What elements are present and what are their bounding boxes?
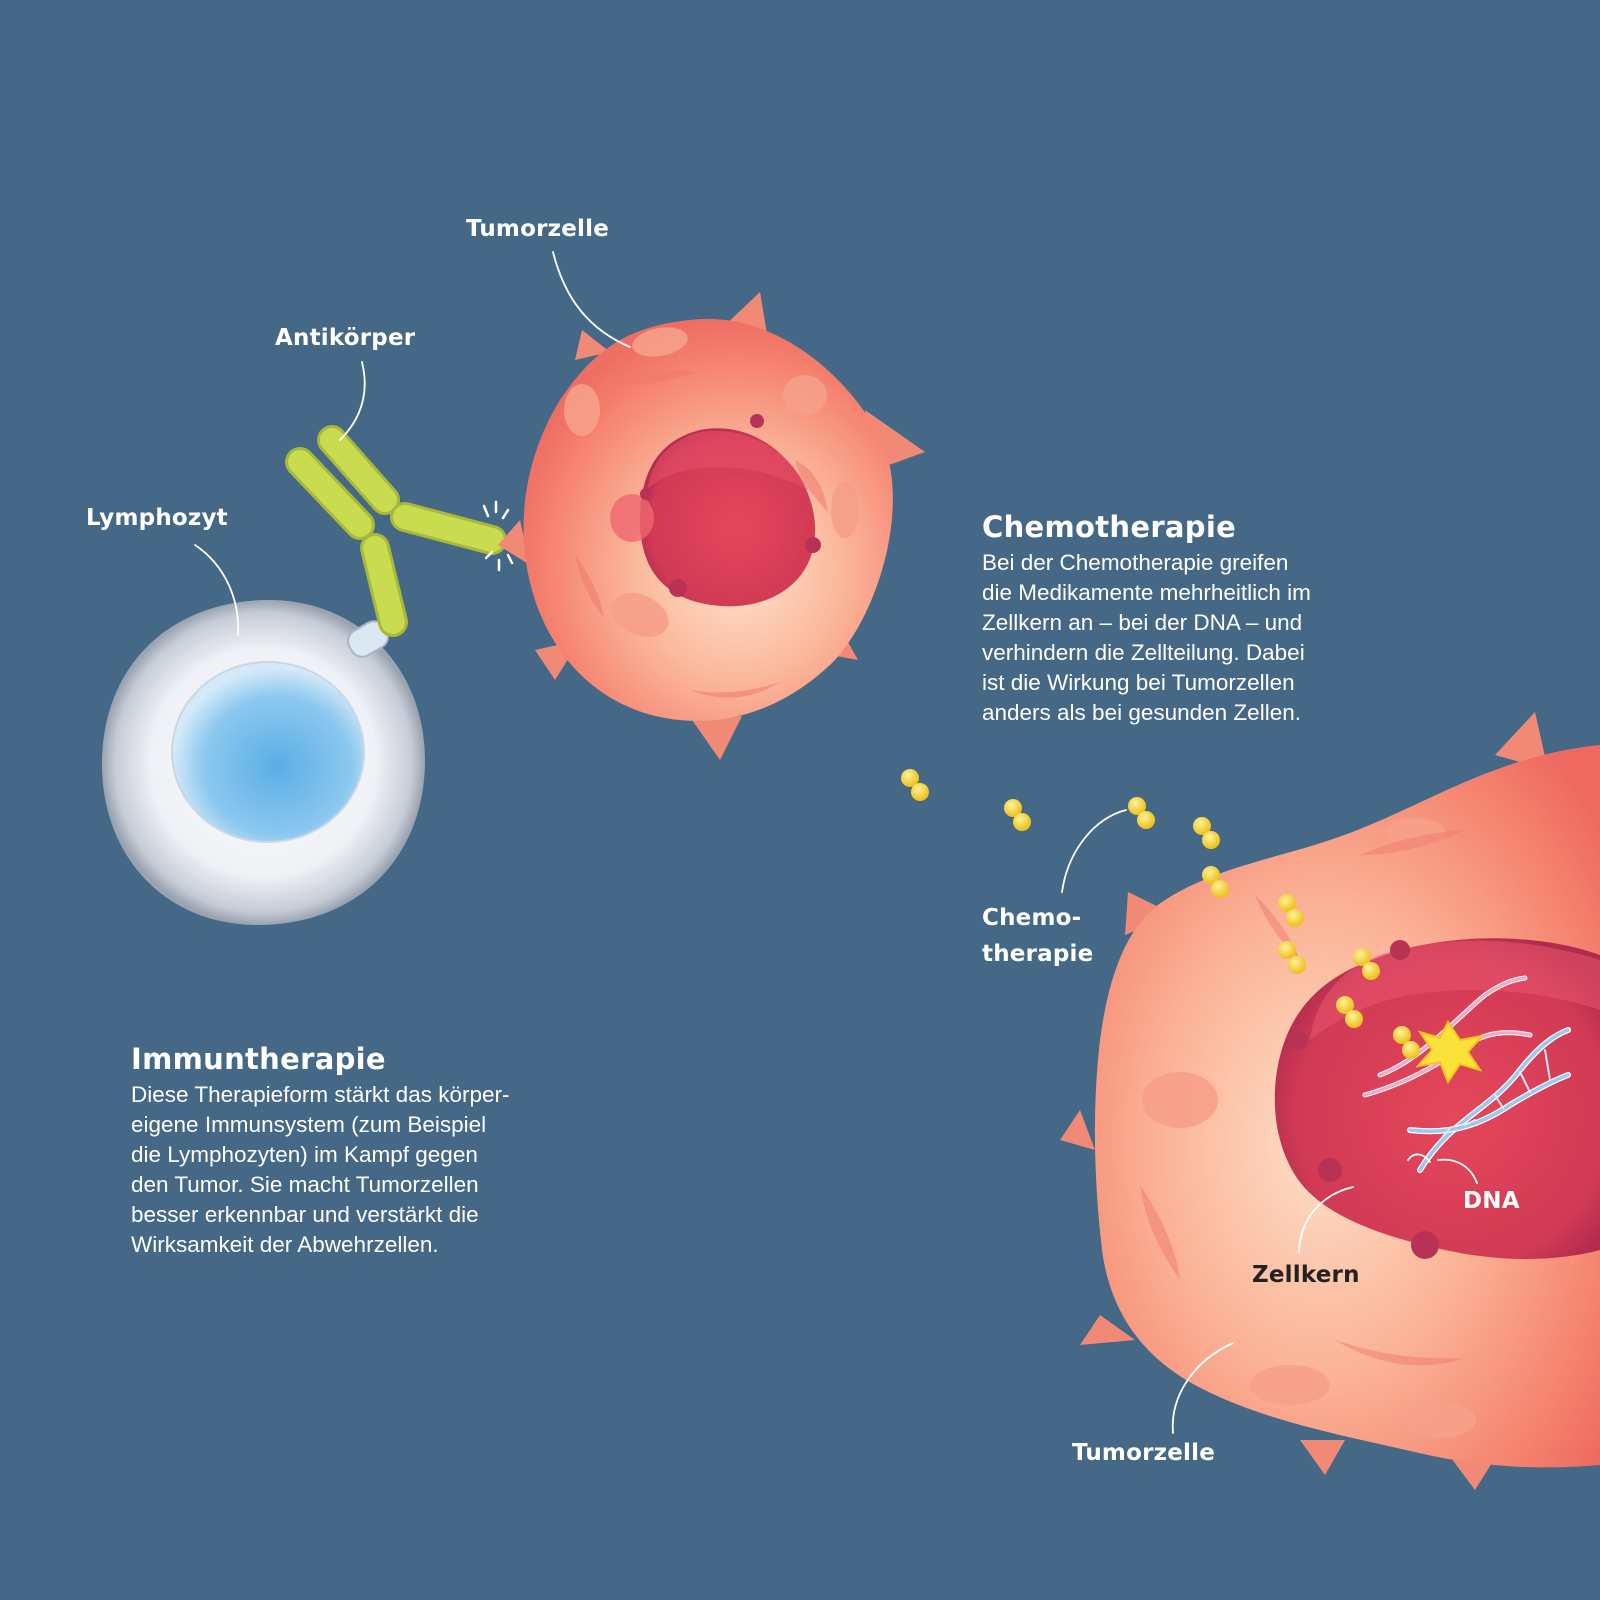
label-antikoerper: Antikörper xyxy=(275,325,416,351)
tumor-cell-bottom xyxy=(1060,712,1600,1490)
tumor-cell-top xyxy=(498,292,925,760)
chemotherapie-body: Bei der Chemotherapie greifen die Medika… xyxy=(982,550,1311,725)
lymphocyte-nucleus xyxy=(171,661,365,843)
leader-lymphozyt xyxy=(194,544,240,636)
leader-antikoerper xyxy=(339,361,366,441)
chemotherapie-section: Chemotherapie Bei der Chemotherapie grei… xyxy=(982,510,1432,728)
label-chemo-drug: Chemo- therapie xyxy=(982,905,1094,967)
antibody xyxy=(285,425,507,637)
label-tumorzelle-top: Tumorzelle xyxy=(466,216,609,242)
leader-tumorzelle-bottom xyxy=(1171,1342,1234,1434)
chemotherapie-title: Chemotherapie xyxy=(982,510,1237,544)
immuntherapie-section: Immuntherapie Diese Therapieform stärkt … xyxy=(131,1042,611,1260)
lymphocyte-cell xyxy=(101,599,425,925)
immuntherapie-title: Immuntherapie xyxy=(131,1042,386,1076)
label-zellkern: Zellkern xyxy=(1252,1262,1360,1288)
drug-impact-burst xyxy=(1415,1020,1485,1085)
label-tumorzelle-bottom: Tumorzelle xyxy=(1072,1440,1215,1466)
binding-spark xyxy=(482,500,514,572)
label-dna: DNA xyxy=(1463,1188,1520,1214)
chemo-particles xyxy=(901,769,1420,1059)
leader-tumorzelle-top xyxy=(552,251,631,348)
leader-zellkern xyxy=(1298,1186,1354,1253)
label-lymphozyt: Lymphozyt xyxy=(86,505,228,531)
leader-dna xyxy=(1437,1158,1478,1184)
immuntherapie-body: Diese Therapieform stärkt das körper- ei… xyxy=(131,1082,510,1257)
leader-chemo xyxy=(1061,809,1127,893)
leader-lines xyxy=(194,251,1478,1434)
